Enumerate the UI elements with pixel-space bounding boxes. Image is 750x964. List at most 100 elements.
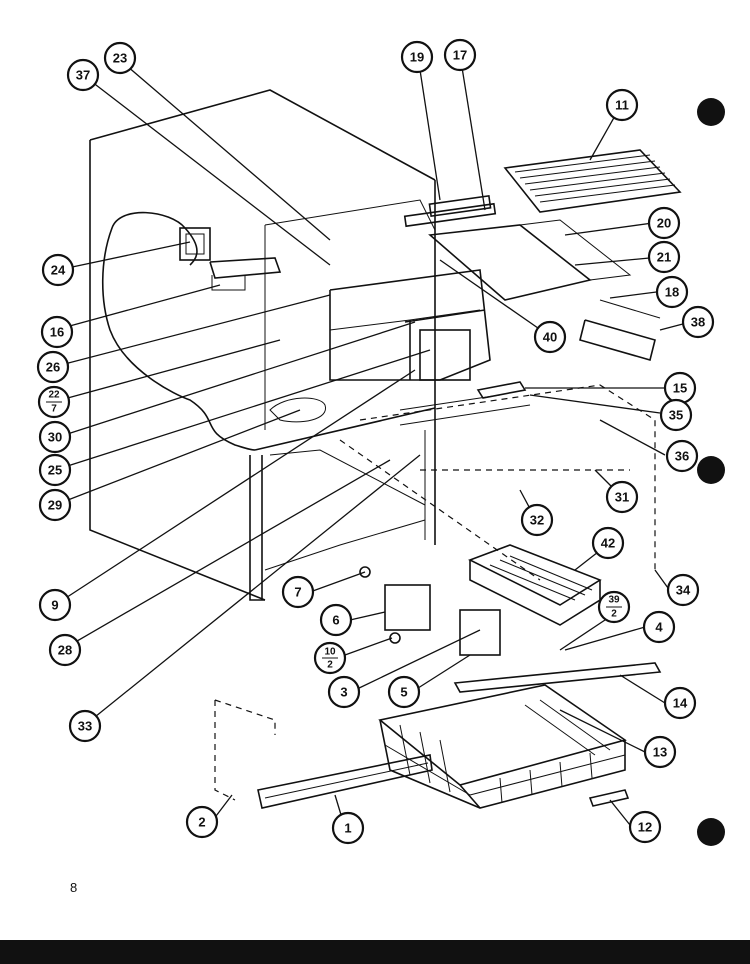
svg-text:12: 12 xyxy=(638,820,652,835)
callout-23: 23 xyxy=(103,41,137,75)
svg-text:42: 42 xyxy=(601,536,615,551)
callout-12: 12 xyxy=(628,810,662,844)
callout-28: 28 xyxy=(48,633,82,667)
valve-assembly xyxy=(359,566,501,656)
kickplate xyxy=(257,754,433,809)
svg-text:39: 39 xyxy=(608,595,620,606)
callout-4: 4 xyxy=(642,610,676,644)
svg-text:3: 3 xyxy=(340,685,347,700)
svg-text:40: 40 xyxy=(543,330,557,345)
callout-14: 14 xyxy=(663,686,697,720)
svg-text:34: 34 xyxy=(676,583,691,598)
callout-22-7: 227 xyxy=(37,385,71,419)
scan-bottom-edge xyxy=(0,940,750,964)
callout-1: 1 xyxy=(331,811,365,845)
callout-15: 15 xyxy=(663,371,697,405)
svg-text:4: 4 xyxy=(655,620,663,635)
callout-2: 2 xyxy=(185,805,219,839)
svg-text:25: 25 xyxy=(48,463,62,478)
dashed-enclosure xyxy=(214,384,656,801)
svg-text:30: 30 xyxy=(48,430,62,445)
callout-42: 42 xyxy=(591,526,625,560)
callout-40: 40 xyxy=(533,320,567,354)
support-rods xyxy=(403,194,497,228)
svg-text:7: 7 xyxy=(51,404,57,415)
svg-text:32: 32 xyxy=(530,513,544,528)
callout-13: 13 xyxy=(643,735,677,769)
ice-maker xyxy=(468,544,602,626)
callout-18: 18 xyxy=(655,275,689,309)
svg-text:36: 36 xyxy=(675,449,689,464)
shelf-panel xyxy=(428,219,632,301)
callout-19: 19 xyxy=(400,40,434,74)
svg-text:22: 22 xyxy=(48,390,60,401)
wiring-harness-loop xyxy=(269,397,326,423)
wire-shelf-upper xyxy=(503,149,682,213)
svg-text:16: 16 xyxy=(50,325,64,340)
clip xyxy=(588,789,630,807)
svg-text:19: 19 xyxy=(410,50,424,65)
callout-3: 3 xyxy=(327,675,361,709)
svg-text:35: 35 xyxy=(669,408,683,423)
callout-29: 29 xyxy=(38,488,72,522)
svg-text:20: 20 xyxy=(657,216,671,231)
side-bracket xyxy=(579,299,661,361)
callout-38: 38 xyxy=(681,305,715,339)
callout-30: 30 xyxy=(38,420,72,454)
svg-text:24: 24 xyxy=(51,263,66,278)
callout-21: 21 xyxy=(647,240,681,274)
svg-text:33: 33 xyxy=(78,719,92,734)
svg-text:2: 2 xyxy=(611,609,617,620)
callout-34: 34 xyxy=(666,573,700,607)
callout-32: 32 xyxy=(520,503,554,537)
svg-text:5: 5 xyxy=(400,685,407,700)
evaporator-assembly xyxy=(329,269,491,381)
svg-text:29: 29 xyxy=(48,498,62,513)
svg-text:7: 7 xyxy=(294,585,301,600)
callout-31: 31 xyxy=(605,480,639,514)
svg-text:9: 9 xyxy=(51,598,58,613)
callout-10-2: 102 xyxy=(313,641,347,675)
svg-text:28: 28 xyxy=(58,643,72,658)
binder-hole-top xyxy=(697,98,725,126)
drawer-guard xyxy=(453,662,662,693)
binder-hole-bottom xyxy=(697,818,725,846)
callout-17: 17 xyxy=(443,38,477,72)
callout-20: 20 xyxy=(647,206,681,240)
svg-text:18: 18 xyxy=(665,285,679,300)
wiring-harness xyxy=(101,211,256,451)
callout-9: 9 xyxy=(38,588,72,622)
callout-11: 11 xyxy=(605,88,639,122)
svg-text:13: 13 xyxy=(653,745,667,760)
svg-text:23: 23 xyxy=(113,51,127,66)
callout-24: 24 xyxy=(41,253,75,287)
callout-33: 33 xyxy=(68,709,102,743)
binder-hole-middle xyxy=(697,456,725,484)
svg-text:31: 31 xyxy=(615,490,629,505)
svg-text:17: 17 xyxy=(453,48,467,63)
callout-37: 37 xyxy=(66,58,100,92)
page-number: 8 xyxy=(70,880,78,895)
svg-text:15: 15 xyxy=(673,381,687,396)
svg-text:6: 6 xyxy=(332,613,339,628)
callout-35: 35 xyxy=(659,398,693,432)
svg-text:11: 11 xyxy=(615,98,629,113)
callout-7: 7 xyxy=(281,575,315,609)
callout-36: 36 xyxy=(665,439,699,473)
cabinet-outline xyxy=(89,89,436,601)
callout-5: 5 xyxy=(387,675,421,709)
callout-39-2: 392 xyxy=(597,590,631,624)
svg-text:21: 21 xyxy=(657,250,671,265)
svg-text:38: 38 xyxy=(691,315,705,330)
svg-text:10: 10 xyxy=(324,647,336,658)
callout-26: 26 xyxy=(36,350,70,384)
wire-basket xyxy=(378,684,627,809)
callout-6: 6 xyxy=(319,603,353,637)
svg-text:2: 2 xyxy=(327,660,333,671)
svg-text:37: 37 xyxy=(76,68,90,83)
callout-16: 16 xyxy=(40,315,74,349)
callout-25: 25 xyxy=(38,453,72,487)
leader-lines xyxy=(52,54,699,829)
svg-text:14: 14 xyxy=(673,696,688,711)
